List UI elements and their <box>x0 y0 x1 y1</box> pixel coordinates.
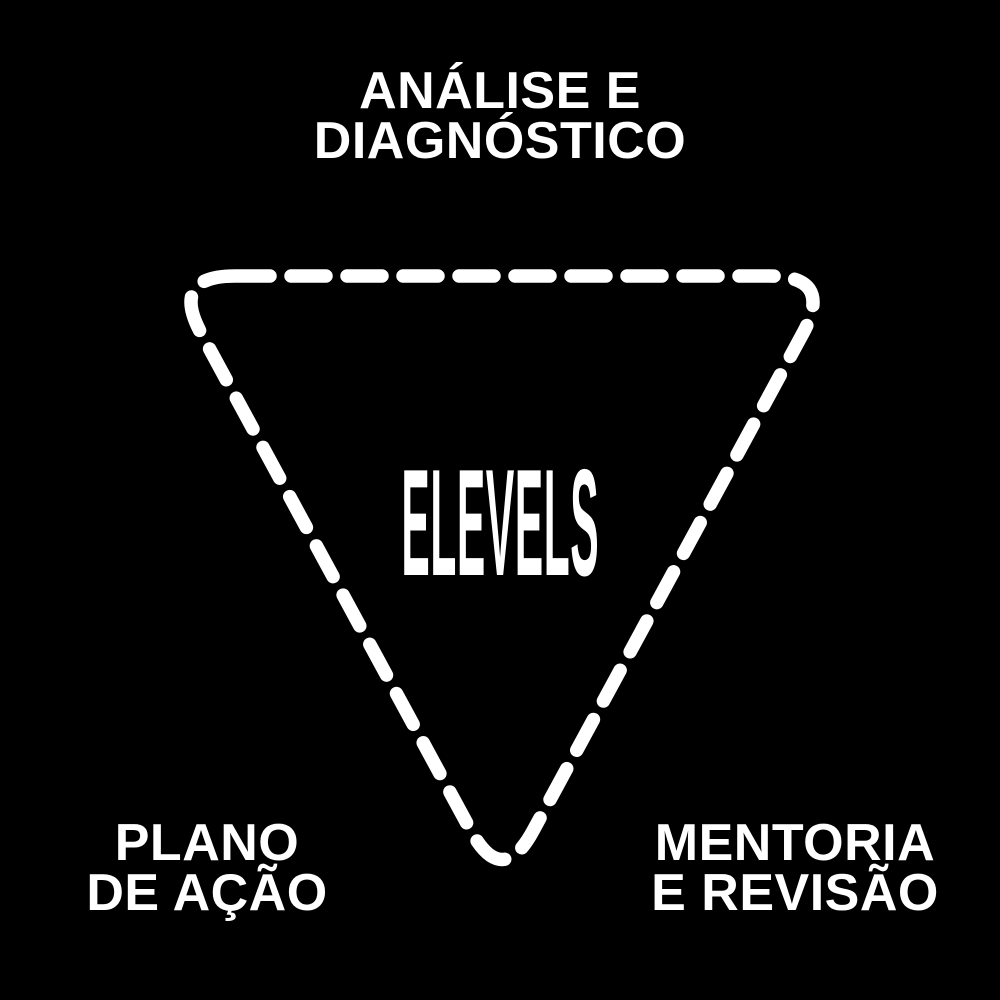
elevels-logo: ELEVELS <box>401 438 599 608</box>
center-logo-container: ELEVELS <box>0 447 1000 599</box>
stage-label-mentoring-line2: E REVISÃO <box>651 864 939 922</box>
stage-label-action-plan-line2: DE AÇÃO <box>86 864 328 922</box>
stage-label-action-plan-line1: PLANO <box>114 814 300 872</box>
stage-label-action-plan: PLANO DE AÇÃO <box>27 814 387 922</box>
stage-label-analysis-line1: ANÁLISE E <box>359 62 641 120</box>
stage-label-mentoring: MENTORIA E REVISÃO <box>615 814 975 922</box>
stage-label-analysis: ANÁLISE E DIAGNÓSTICO <box>0 62 1000 170</box>
stage-label-analysis-line2: DIAGNÓSTICO <box>313 112 687 170</box>
stage-label-mentoring-line1: MENTORIA <box>654 814 936 872</box>
triangle-dashed-outline <box>184 269 820 866</box>
